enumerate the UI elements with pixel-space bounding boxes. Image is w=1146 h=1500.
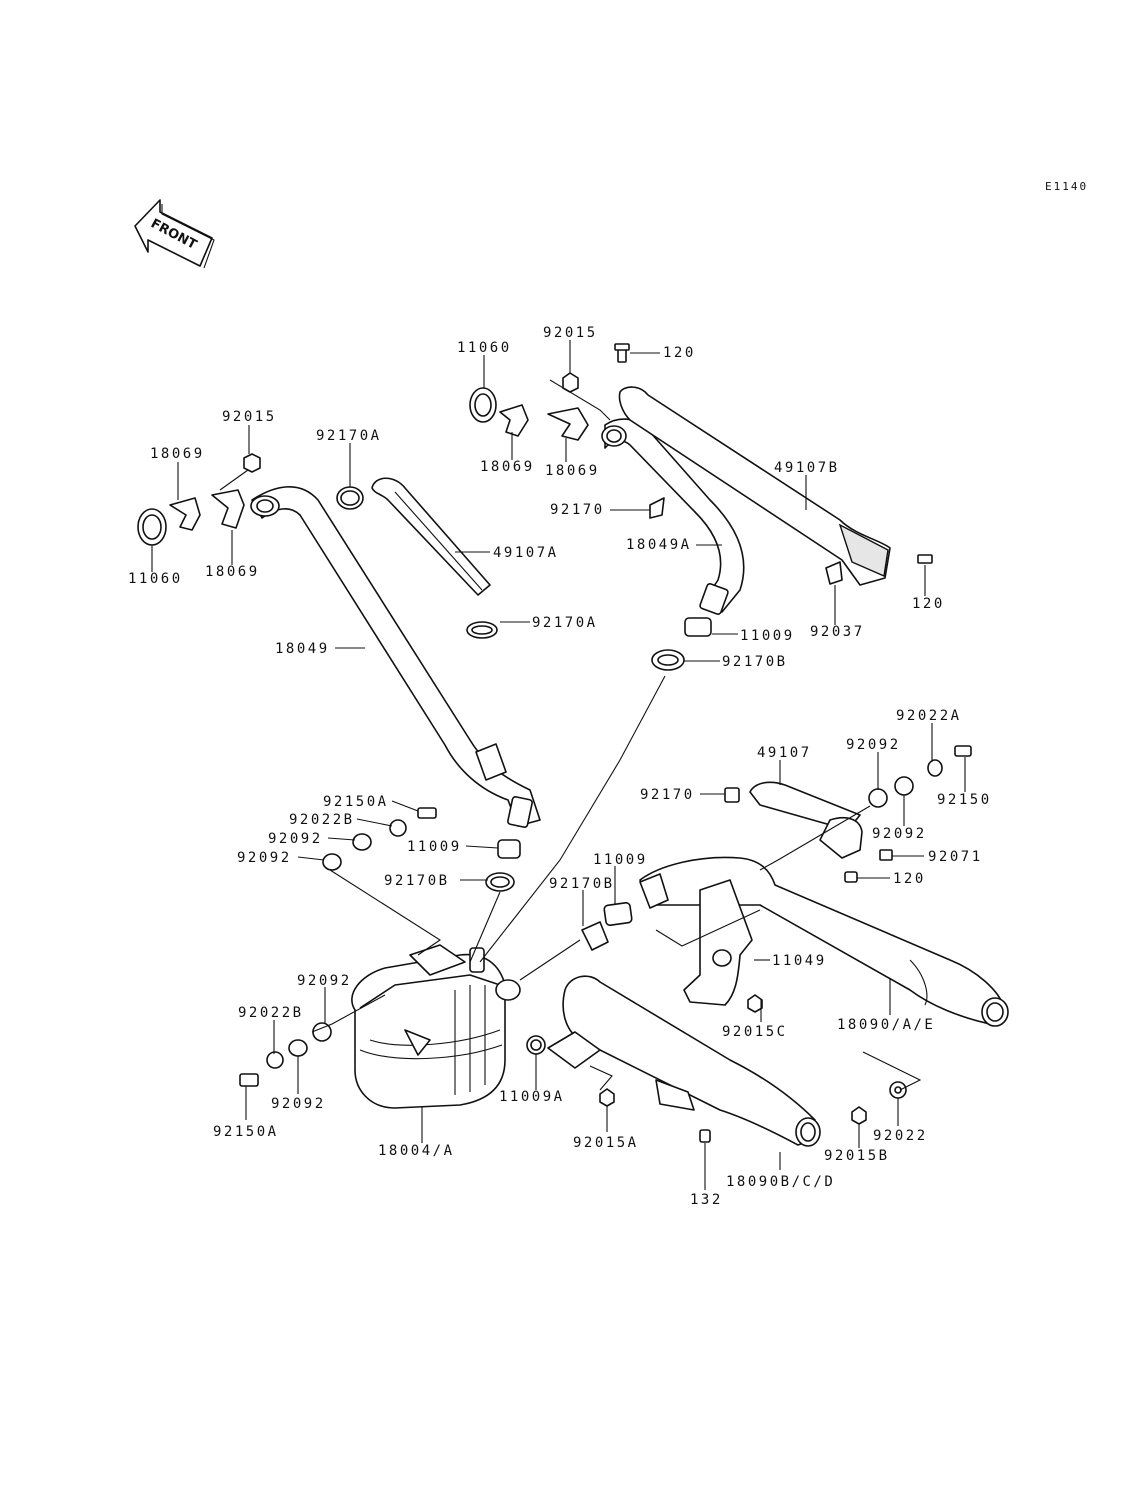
label-92015-left: 92015 (222, 409, 277, 425)
nut-92015B (851, 1106, 867, 1125)
clip-92037 (825, 561, 843, 585)
muffler-chamber-18004A (351, 944, 521, 1109)
front-arrow-icon: FRONT (134, 199, 215, 269)
label-92015A: 92015A (573, 1135, 639, 1151)
label-120-right: 120 (912, 596, 945, 612)
bolt-120-mid (844, 871, 858, 883)
label-132: 132 (690, 1192, 723, 1208)
label-18069-right1: 18069 (480, 459, 535, 475)
nut-92015C (747, 994, 763, 1013)
label-11009A: 11009A (499, 1089, 565, 1105)
label-18049A: 18049A (626, 537, 692, 553)
diagram-code: E1140 (1045, 180, 1088, 193)
label-92150A-low: 92150A (213, 1124, 279, 1140)
label-92170B-mid: 92170B (384, 873, 450, 889)
label-92170A-top: 92170A (316, 428, 382, 444)
label-49107B: 49107B (774, 460, 840, 476)
label-92022A: 92022A (896, 708, 962, 724)
label-11009-top: 11009 (740, 628, 795, 644)
label-92022B-low: 92022B (238, 1005, 304, 1021)
label-92150: 92150 (937, 792, 992, 808)
label-92015C: 92015C (722, 1024, 788, 1040)
washer-92022B-top (389, 819, 407, 837)
damper-92092-l2 (322, 853, 342, 871)
heat-cover-49107A (371, 477, 491, 596)
label-11009-center: 11009 (593, 852, 648, 868)
exhaust-pipe-18049A (601, 418, 745, 615)
washer-92022A (927, 759, 943, 777)
nut-92015A (599, 1088, 615, 1107)
label-18049: 18049 (275, 641, 330, 657)
flange-18069-left-b (211, 489, 245, 529)
label-92037: 92037 (810, 624, 865, 640)
clamp-92170B-center (581, 921, 609, 951)
label-11060-left: 11060 (128, 571, 183, 587)
damper-92092-l1 (352, 833, 372, 851)
nut-92015-left (243, 453, 261, 473)
label-92092-r1: 92092 (846, 737, 901, 753)
exhaust-pipe-18049 (250, 486, 541, 829)
label-92170A-bottom: 92170A (532, 615, 598, 631)
sleeve-11009-center (603, 902, 633, 926)
part-labels: 11060 92015 120 92015 92170A 18069 18069… (128, 325, 992, 1208)
damper-92092-low2 (288, 1039, 308, 1057)
label-92092-r2: 92092 (872, 826, 927, 842)
label-11009-mid: 11009 (407, 839, 462, 855)
damper-92092-r2 (894, 776, 914, 796)
label-92170B-center: 92170B (549, 876, 615, 892)
label-120-top: 120 (663, 345, 696, 361)
label-92015-right: 92015 (543, 325, 598, 341)
label-92170-b: 92170 (640, 787, 695, 803)
label-92092-low: 92092 (297, 973, 352, 989)
flange-18069-right-a (499, 404, 529, 437)
label-92150A-top: 92150A (323, 794, 389, 810)
label-11049: 11049 (772, 953, 827, 969)
label-120-mid: 120 (893, 871, 926, 887)
label-92015B: 92015B (824, 1148, 890, 1164)
label-92092-low2: 92092 (271, 1096, 326, 1112)
clamp-92170-b (724, 787, 740, 803)
label-18090AE: 18090/A/E (837, 1017, 935, 1033)
flange-18069-left-a (169, 497, 201, 531)
bolt-132 (699, 1129, 711, 1143)
bolt-92150A-top (417, 807, 437, 819)
bracket-11049 (683, 879, 753, 1006)
clamp-92170-small (649, 497, 665, 519)
label-92092-l1: 92092 (268, 831, 323, 847)
label-92170B-top: 92170B (722, 654, 788, 670)
washer-92022B-low (266, 1051, 284, 1069)
label-18090BCD: 18090B/C/D (726, 1174, 835, 1190)
clip-92071 (879, 849, 893, 861)
bolt-92150 (954, 745, 972, 757)
sleeve-11009-mid (497, 839, 521, 859)
sleeve-11009-top (684, 617, 712, 637)
label-49107A: 49107A (493, 545, 559, 561)
label-18004A: 18004/A (378, 1143, 455, 1159)
label-92022B-top: 92022B (289, 812, 355, 828)
label-92092-l2: 92092 (237, 850, 292, 866)
flange-18069-right-b (547, 407, 589, 441)
label-18069-right2: 18069 (545, 463, 600, 479)
label-49107: 49107 (757, 745, 812, 761)
leader-lines (151, 340, 966, 1190)
muffler-18090-B-C-D (547, 975, 821, 1147)
bolt-120-right (917, 554, 933, 564)
label-18069-left2: 18069 (205, 564, 260, 580)
label-18069-left1: 18069 (150, 446, 205, 462)
label-92022: 92022 (873, 1128, 928, 1144)
bolt-92150A-low (239, 1073, 259, 1087)
label-11060-right: 11060 (457, 340, 512, 356)
heat-cover-49107B (618, 386, 891, 586)
label-92170: 92170 (550, 502, 605, 518)
damper-92092-r1 (868, 788, 888, 808)
label-92071: 92071 (928, 849, 983, 865)
